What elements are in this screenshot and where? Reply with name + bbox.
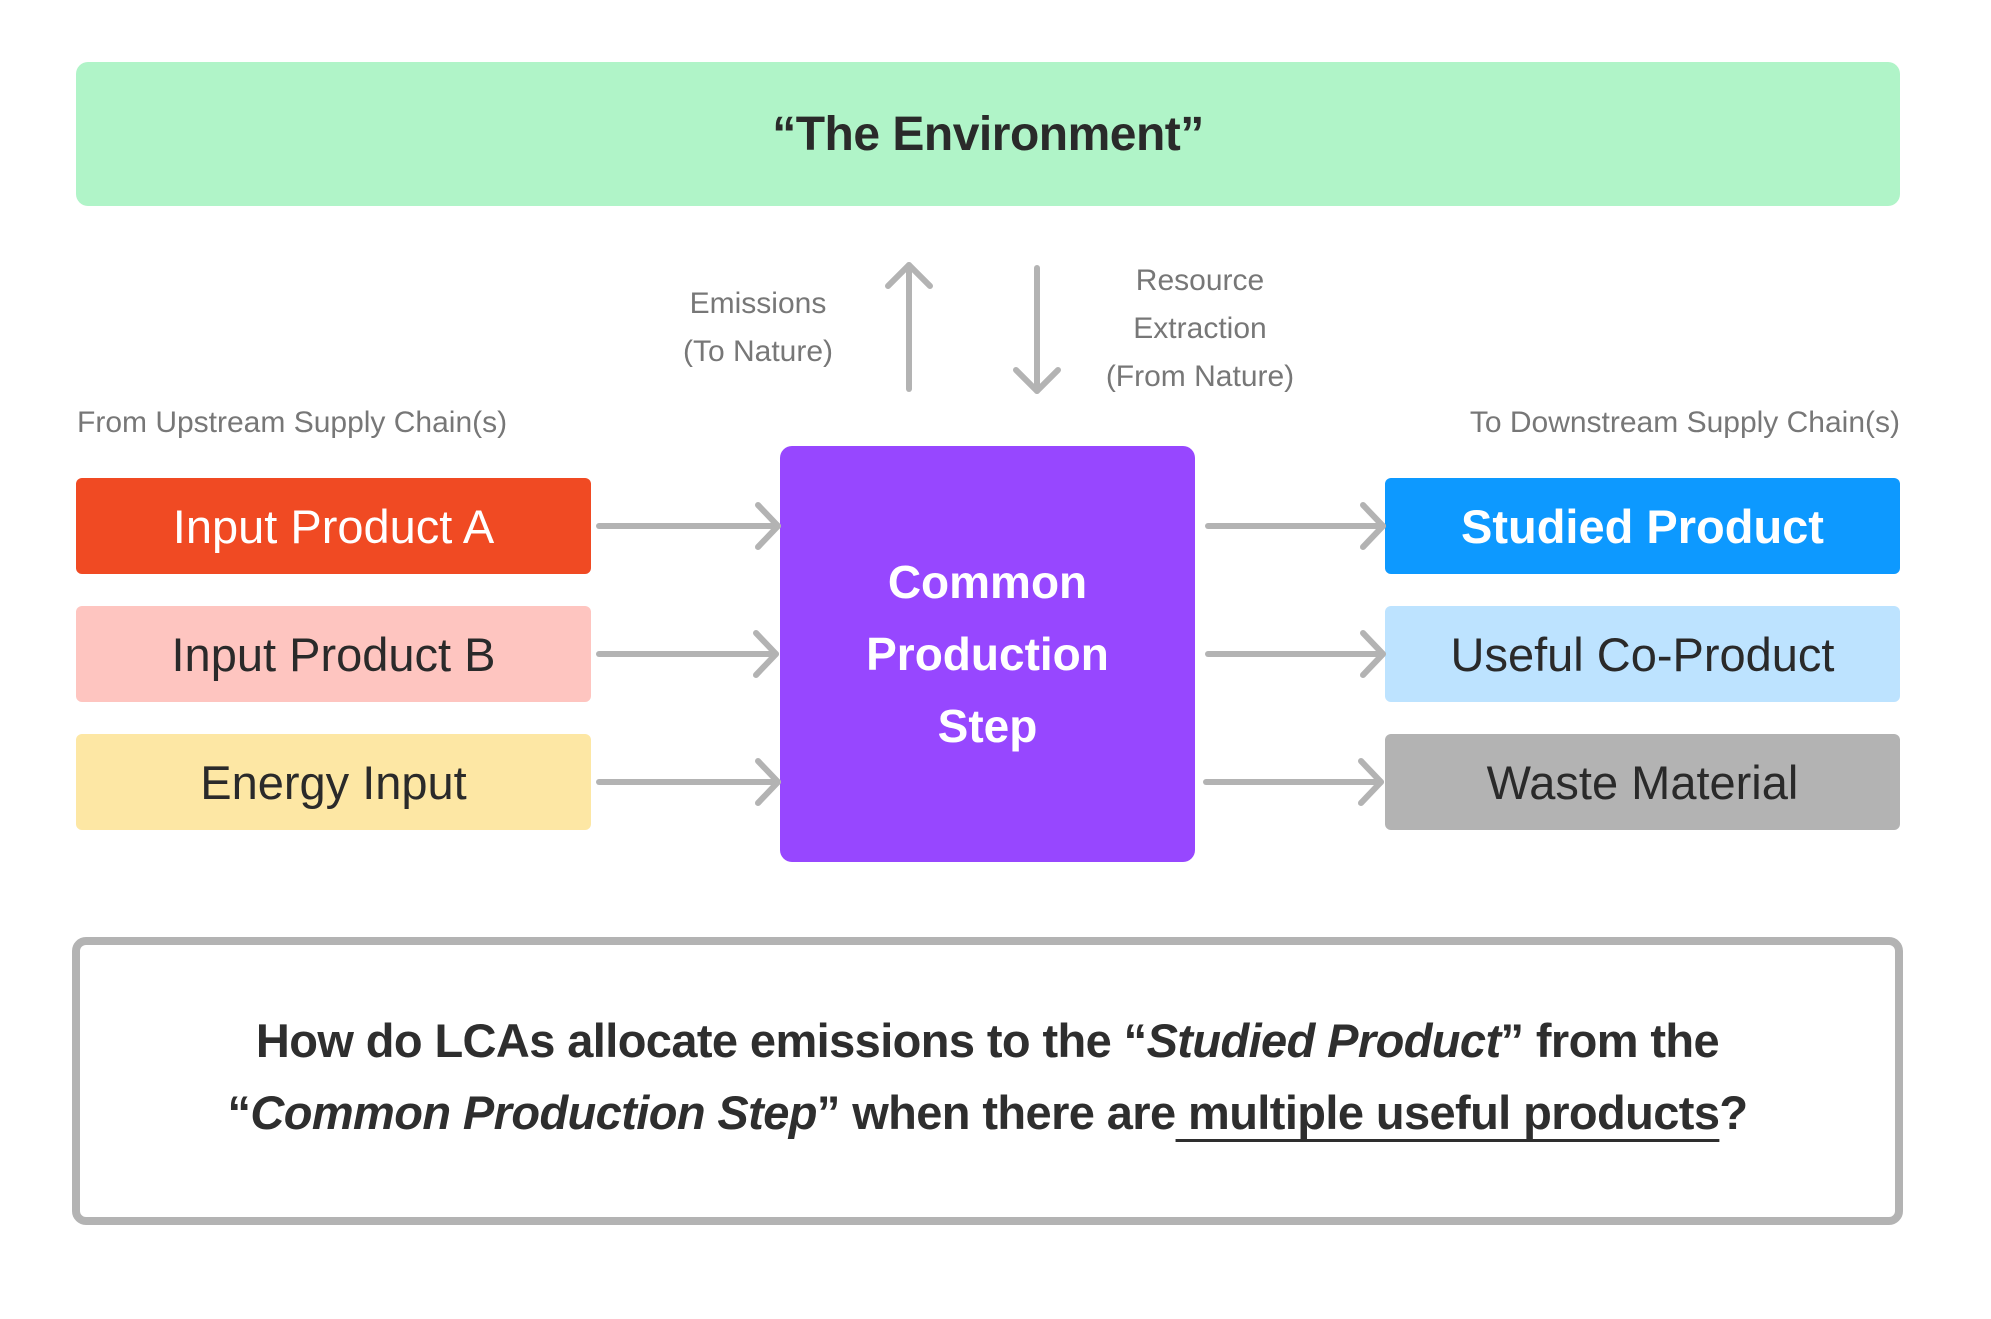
resource-down-arrow-icon (1013, 265, 1061, 394)
environment-title: “The Environment” (772, 107, 1204, 161)
question-common-production-step: Common Production Step (250, 1086, 817, 1139)
arrow-process-to-coproduct-icon (1205, 630, 1386, 678)
question-part4: ” when there are (816, 1086, 1176, 1139)
common-production-step-label: Common Production Step (866, 546, 1109, 762)
resource-label-line3: (From Nature) (1105, 360, 1295, 393)
upstream-label: From Upstream Supply Chain(s) (77, 406, 508, 439)
question-studied-product: Studied Product (1146, 1014, 1502, 1067)
common-production-step-box: Common Production Step (780, 446, 1195, 862)
arrow-process-to-waste-icon (1203, 758, 1384, 806)
question-underlined-phrase: multiple useful products (1175, 1086, 1720, 1139)
process-line3: Step (937, 700, 1038, 752)
useful-co-product-label: Useful Co-Product (1450, 627, 1835, 681)
question-part1: How do LCAs allocate emissions to the “ (255, 1014, 1147, 1067)
arrow-process-to-studied-icon (1205, 502, 1386, 550)
useful-co-product-box: Useful Co-Product (1385, 606, 1900, 702)
input-product-b-label: Input Product B (171, 627, 496, 681)
input-product-a-box: Input Product A (76, 478, 591, 574)
resource-label-line2: Extraction (1133, 312, 1267, 345)
studied-product-label: Studied Product (1461, 499, 1824, 553)
waste-material-label: Waste Material (1486, 755, 1799, 809)
input-product-a-label: Input Product A (172, 499, 495, 553)
arrow-input-b-to-process-icon (596, 630, 779, 678)
emissions-label-line1: Emissions (689, 287, 827, 320)
energy-input-label: Energy Input (200, 755, 467, 809)
question-box: How do LCAs allocate emissions to the “S… (72, 937, 1903, 1225)
process-line1: Common (887, 556, 1088, 608)
energy-input-box: Energy Input (76, 734, 591, 830)
process-line2: Production (866, 628, 1109, 680)
emissions-label-line2: (To Nature) (682, 335, 834, 368)
question-part5: ? (1719, 1086, 1748, 1139)
waste-material-box: Waste Material (1385, 734, 1900, 830)
question-text: How do LCAs allocate emissions to the “S… (227, 1005, 1748, 1149)
question-part2: ” from the (1500, 1014, 1720, 1067)
studied-product-box: Studied Product (1385, 478, 1900, 574)
question-part3: “ (227, 1086, 251, 1139)
arrow-energy-to-process-icon (596, 758, 781, 806)
downstream-label: To Downstream Supply Chain(s) (1469, 406, 1900, 439)
resource-label-line1: Resource (1135, 264, 1265, 297)
resource-extraction-label: Resource Extraction (From Nature) (1080, 257, 1320, 401)
question-line2: “Common Production Step” when there are … (227, 1077, 1748, 1149)
arrow-input-a-to-process-icon (596, 502, 781, 550)
environment-box: “The Environment” (76, 62, 1900, 206)
emissions-up-arrow-icon (885, 262, 933, 392)
emissions-label: Emissions (To Nature) (658, 280, 858, 376)
question-line1: How do LCAs allocate emissions to the “S… (227, 1005, 1747, 1077)
input-product-b-box: Input Product B (76, 606, 591, 702)
